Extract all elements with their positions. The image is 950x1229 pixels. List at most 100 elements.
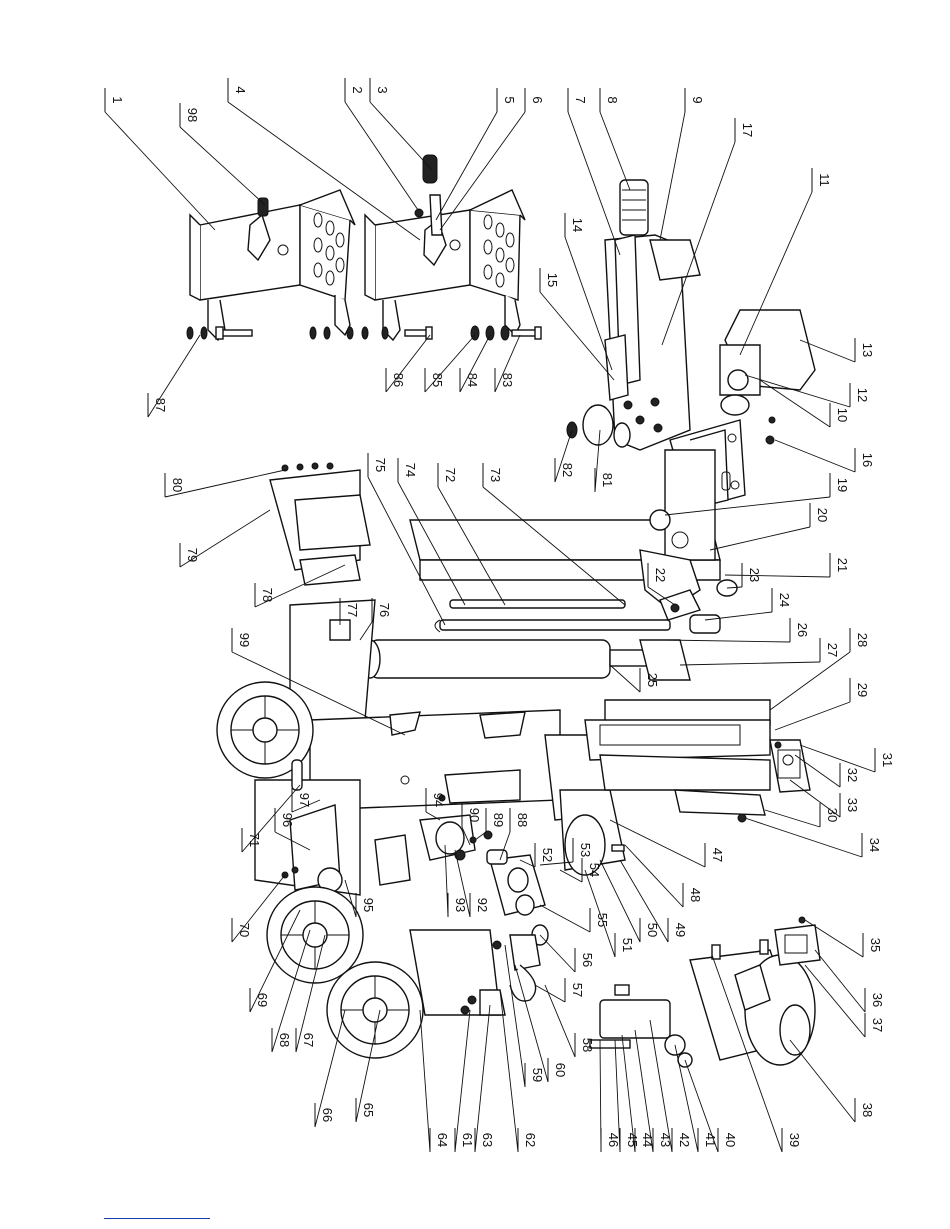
leader-line-1 [105,112,215,230]
part-label-23: 23 [747,568,762,582]
part-label-28: 28 [855,633,870,647]
part-label-14: 14 [570,218,585,232]
part-label-89: 89 [491,813,506,827]
leader-line-38 [790,1040,855,1122]
leader-line-20 [710,527,810,550]
footer-rule [104,1218,210,1219]
part-label-39: 39 [787,1133,802,1147]
part-label-37: 37 [870,1018,885,1032]
leader-line-57 [535,985,565,1002]
part-label-46: 46 [606,1133,621,1147]
part-label-36: 36 [870,993,885,1007]
part-label-53: 53 [578,843,593,857]
part-label-43: 43 [658,1133,673,1147]
part-label-99: 99 [237,633,252,647]
part-label-19: 19 [835,478,850,492]
leader-line-34 [745,818,862,857]
part-label-44: 44 [640,1133,655,1147]
part-label-80: 80 [170,478,185,492]
part-label-68: 68 [277,1033,292,1047]
part-label-57: 57 [570,983,585,997]
foot-pedal-assembly-left [190,190,355,340]
part-label-34: 34 [867,838,882,852]
side-plates [585,700,810,822]
part-label-98: 98 [185,108,200,122]
part-label-9: 9 [690,96,705,103]
pedal-hardware [187,326,541,340]
part-label-3: 3 [375,86,390,93]
part-label-38: 38 [860,1103,875,1117]
leader-line-30 [765,810,820,827]
leader-line-26 [665,640,790,642]
part-label-22: 22 [653,568,668,582]
part-label-81: 81 [600,473,615,487]
part-label-65: 65 [361,1103,376,1117]
part-label-31: 31 [880,753,895,767]
part-label-85: 85 [430,373,445,387]
part-label-2: 2 [350,86,365,93]
part-label-32: 32 [845,768,860,782]
part-label-66: 66 [320,1108,335,1122]
part-label-92: 92 [475,898,490,912]
part-label-45: 45 [625,1133,640,1147]
part-label-93: 93 [453,898,468,912]
leader-line-55 [540,905,590,932]
part-label-73: 73 [488,468,503,482]
part-label-59: 59 [530,1068,545,1082]
part-label-75: 75 [373,458,388,472]
part-label-20: 20 [815,508,830,522]
leader-line-9 [660,112,685,240]
part-label-6: 6 [530,96,545,103]
part-label-61: 61 [460,1133,475,1147]
part-label-13: 13 [860,343,875,357]
part-label-24: 24 [777,593,792,607]
part-label-27: 27 [825,643,840,657]
part-label-8: 8 [605,96,620,103]
leader-line-64 [420,1010,430,1152]
leader-line-36 [815,950,865,1012]
part-label-42: 42 [677,1133,692,1147]
leader-line-56 [540,935,575,972]
part-label-40: 40 [723,1133,738,1147]
part-label-94: 94 [431,793,446,807]
part-label-17: 17 [740,123,755,137]
part-label-55: 55 [595,913,610,927]
leader-line-21 [725,575,830,577]
part-label-82: 82 [560,463,575,477]
part-label-15: 15 [545,273,560,287]
part-label-70: 70 [237,923,252,937]
part-label-56: 56 [580,953,595,967]
control-handle [567,180,700,450]
leader-line-3 [370,102,432,170]
part-label-1: 1 [110,96,125,103]
part-label-50: 50 [645,923,660,937]
part-label-67: 67 [301,1033,316,1047]
part-label-63: 63 [480,1133,495,1147]
part-label-83: 83 [500,373,515,387]
part-label-90: 90 [467,808,482,822]
part-label-10: 10 [835,408,850,422]
leader-line-28 [770,652,850,710]
part-label-16: 16 [860,453,875,467]
part-label-51: 51 [620,938,635,952]
part-label-54: 54 [587,863,602,877]
part-label-72: 72 [443,468,458,482]
part-label-76: 76 [377,603,392,617]
part-label-5: 5 [502,96,517,103]
part-label-79: 79 [185,548,200,562]
leader-line-8 [600,112,630,190]
part-label-48: 48 [688,888,703,902]
part-label-25: 25 [645,673,660,687]
part-label-62: 62 [523,1133,538,1147]
part-label-95: 95 [361,898,376,912]
part-label-86: 86 [391,373,406,387]
part-label-41: 41 [703,1133,718,1147]
leader-line-48 [625,845,683,907]
leader-line-7 [568,112,620,255]
part-label-87: 87 [153,398,168,412]
leader-line-29 [775,702,850,730]
leader-line-25 [610,665,640,692]
leader-line-31 [800,745,875,772]
part-label-58: 58 [580,1038,595,1052]
part-label-33: 33 [845,798,860,812]
